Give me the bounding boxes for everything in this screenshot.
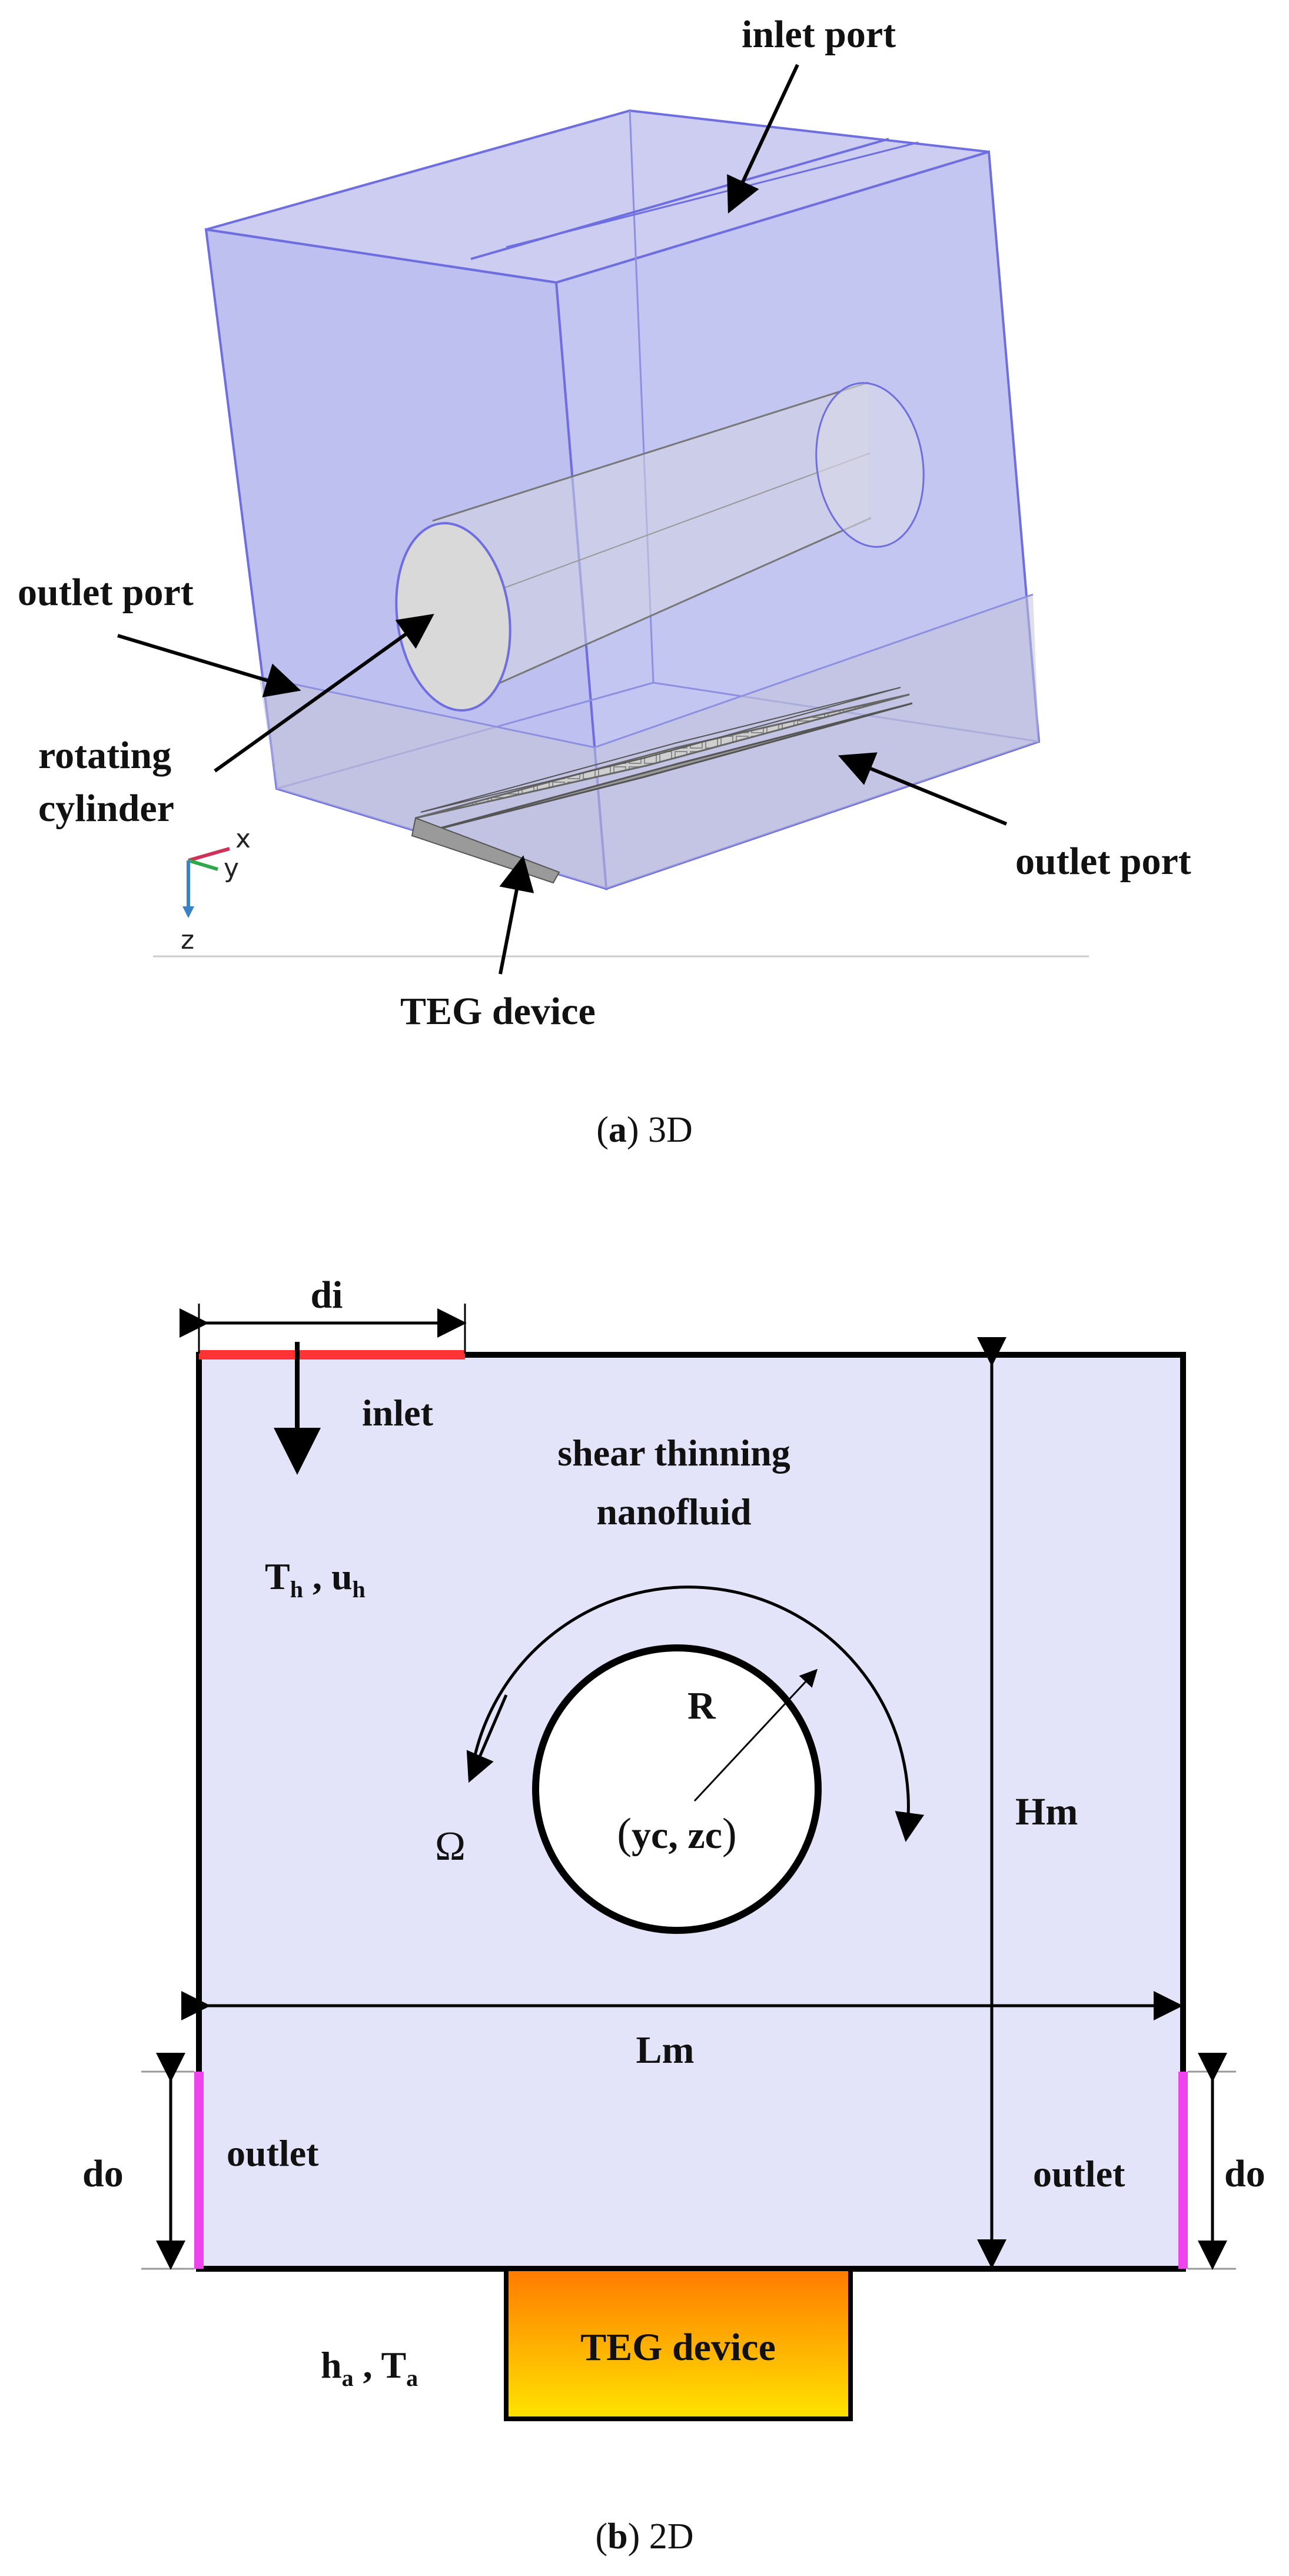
arrow-outlet-port-right [838,752,1008,826]
inlet-port-edge [506,141,919,248]
label-inlet: inlet [362,1392,434,1434]
cylinder-2d [532,1644,822,1934]
arrow-inlet-port [727,64,799,214]
label-do-right: do [1224,2152,1265,2195]
outlet-band-edge [258,676,595,749]
axis-z-label: z [181,925,194,955]
axis-y-label: y [224,853,239,883]
arrow-teg-device [499,855,534,975]
label-outlet-right: outlet [1033,2153,1125,2195]
label-outlet-port-right: outlet port [1015,840,1191,883]
label-lm: Lm [636,2029,695,2072]
label-hm: Hm [1015,1790,1078,1833]
label-teg-device-3d: TEG device [400,990,596,1033]
label-inlet-port: inlet port [742,13,896,56]
outlet-port-band-right [594,594,1039,889]
label-center: (yc, zc) [617,1810,736,1858]
label-outlet-port-left: outlet port [18,571,194,614]
panel-2d: di inlet shear thinning nanofluid Th , u… [82,1274,1265,2557]
arrow-outlet-port-left [117,634,301,697]
caption-b: (b) 2D [595,2517,693,2557]
label-outlet-left: outlet [227,2132,319,2174]
label-di: di [310,1274,343,1317]
label-fluid-1: shear thinning [557,1432,790,1474]
outlet-band-edge [594,593,1034,749]
label-cylinder: cylinder [38,787,174,830]
caption-a: (a) 3D [596,1110,693,1150]
panel-3d: x y z inlet port outlet port rotating cy… [18,13,1191,1150]
label-teg-device-2d: TEG device [580,2326,776,2369]
rotating-cylinder [395,381,925,712]
rotation-arrow [469,1586,925,1842]
axis-triad: x y z [181,824,251,955]
label-rotating: rotating [38,734,171,777]
label-radius: R [687,1684,716,1727]
label-th-uh: Th , uh [265,1555,366,1603]
teg-device-2d [504,2266,853,2421]
label-ha-ta: ha , Ta [321,2344,418,2391]
rotation-arrow-start [466,1694,508,1783]
label-omega: Ω [435,1824,466,1869]
axis-x-label: x [235,824,251,854]
radius-line [693,1668,818,1802]
outlet-port-band-front [259,677,606,889]
label-fluid-2: nanofluid [596,1491,751,1533]
teg-device-3d [411,687,913,884]
label-do-left: do [82,2152,124,2195]
arrow-rotating-cylinder [214,614,434,773]
